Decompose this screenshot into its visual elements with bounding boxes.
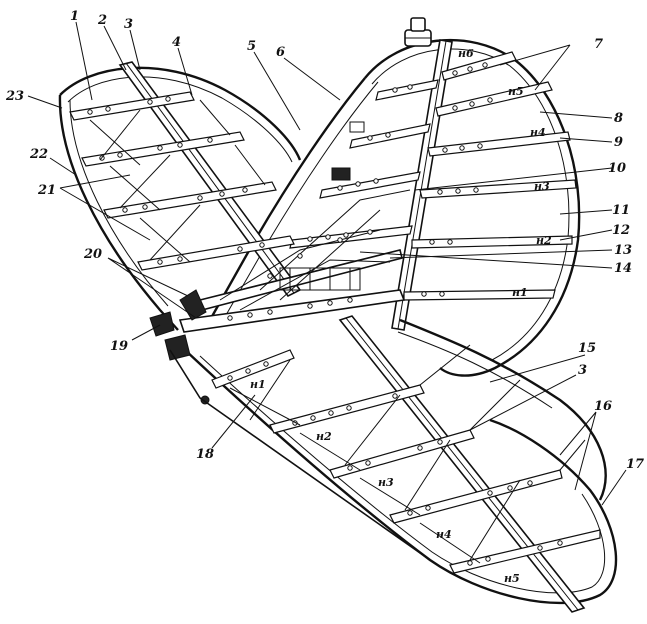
fin-rib-bands <box>403 51 577 301</box>
callout-19: 19 <box>110 339 128 354</box>
leader-lines <box>27 21 627 506</box>
right-stab-leading-edge <box>399 318 607 501</box>
callout-12: 12 <box>612 223 630 238</box>
callout-15: 15 <box>578 341 596 356</box>
fin-rib-label-n6: н6 <box>458 47 474 60</box>
callout-18: 18 <box>196 447 214 462</box>
stab-rib-label-n5: н5 <box>504 572 520 585</box>
callout-10: 10 <box>608 161 626 176</box>
stab-rib-label-n2: н2 <box>316 430 332 443</box>
stab-rib-label-n4: н4 <box>436 528 452 541</box>
callout-9: 9 <box>614 135 623 150</box>
callout-2: 2 <box>97 13 107 28</box>
callout-13: 13 <box>614 243 632 258</box>
callout-17: 17 <box>626 457 644 472</box>
center-section <box>149 189 411 337</box>
callout-7: 7 <box>594 37 603 52</box>
fin-rib-labels: н6 н5 н4 н3 н2 н1 <box>458 47 552 299</box>
stab-rib-label-n3: н3 <box>378 476 394 489</box>
callout-1: 1 <box>70 9 79 24</box>
callout-3: 3 <box>124 17 133 32</box>
stab-rib-label-n1: н1 <box>250 378 266 391</box>
fin-rib-label-n5: н5 <box>508 85 524 98</box>
callout-6: 6 <box>276 45 285 60</box>
callout-5: 5 <box>247 39 256 54</box>
callout-23: 23 <box>5 89 24 104</box>
fin-outline <box>364 38 581 377</box>
right-stabilizer <box>164 315 618 613</box>
fin-rib-label-n1: н1 <box>512 286 528 299</box>
callout-labels: 1 2 3 4 5 6 7 8 9 10 11 12 13 14 15 3 16… <box>5 9 644 472</box>
fin-tip-fitting <box>404 17 432 47</box>
callout-16: 16 <box>594 399 612 414</box>
callout-8: 8 <box>614 111 623 126</box>
callout-3b: 3 <box>578 363 587 378</box>
left-stab-outline <box>59 66 302 161</box>
callout-22: 22 <box>29 147 48 162</box>
stab-rib-labels: н1 н2 н3 н4 н5 <box>250 378 520 585</box>
callout-11: 11 <box>612 203 630 218</box>
callout-21: 21 <box>37 183 56 198</box>
left-stab-trailing-edge <box>58 94 179 331</box>
fin-rib-label-n2: н2 <box>536 234 552 247</box>
callout-20: 20 <box>83 247 102 262</box>
callout-4: 4 <box>172 35 181 50</box>
fin-leading-edge <box>208 77 366 321</box>
callout-14: 14 <box>614 261 632 276</box>
fin-rib-label-n3: н3 <box>534 180 550 193</box>
fin-rib-label-n4: н4 <box>530 126 546 139</box>
